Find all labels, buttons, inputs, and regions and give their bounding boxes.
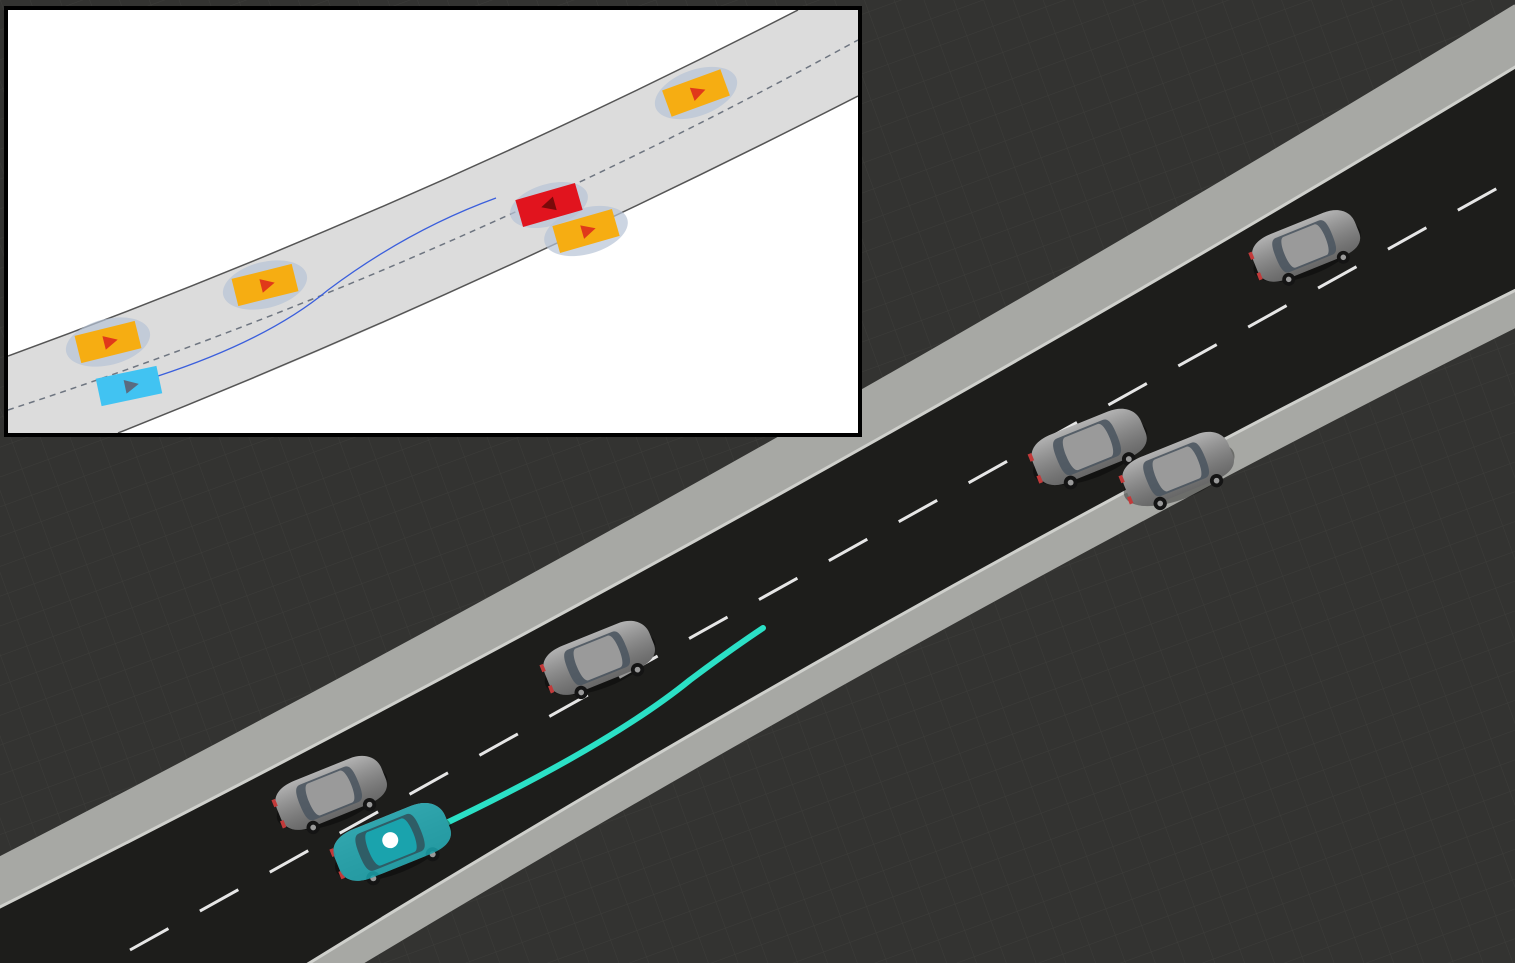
planned-path (437, 625, 766, 829)
minimap-road-edge-lower (117, 95, 858, 433)
minimap-lead-target (510, 181, 588, 229)
minimap-planned-path (157, 197, 497, 377)
birds-eye-minimap (8, 10, 858, 433)
ego-vehicle (323, 794, 462, 897)
minimap-road (8, 10, 858, 433)
lane-divider (129, 176, 1515, 952)
minimap-panel (4, 6, 862, 437)
road-shoulder-upper (0, 4, 1515, 922)
minimap-tracked-vehicle (222, 260, 308, 310)
minimap-tracked-vehicle (65, 317, 151, 367)
road-shoulder-lower (288, 276, 1515, 963)
minimap-road-edge-upper (8, 10, 799, 357)
minimap-ego-vehicle (95, 365, 163, 407)
lidar-sensor-icon (382, 832, 399, 849)
road-surface (0, 67, 1515, 963)
minimap-tracked-vehicle (654, 66, 738, 120)
